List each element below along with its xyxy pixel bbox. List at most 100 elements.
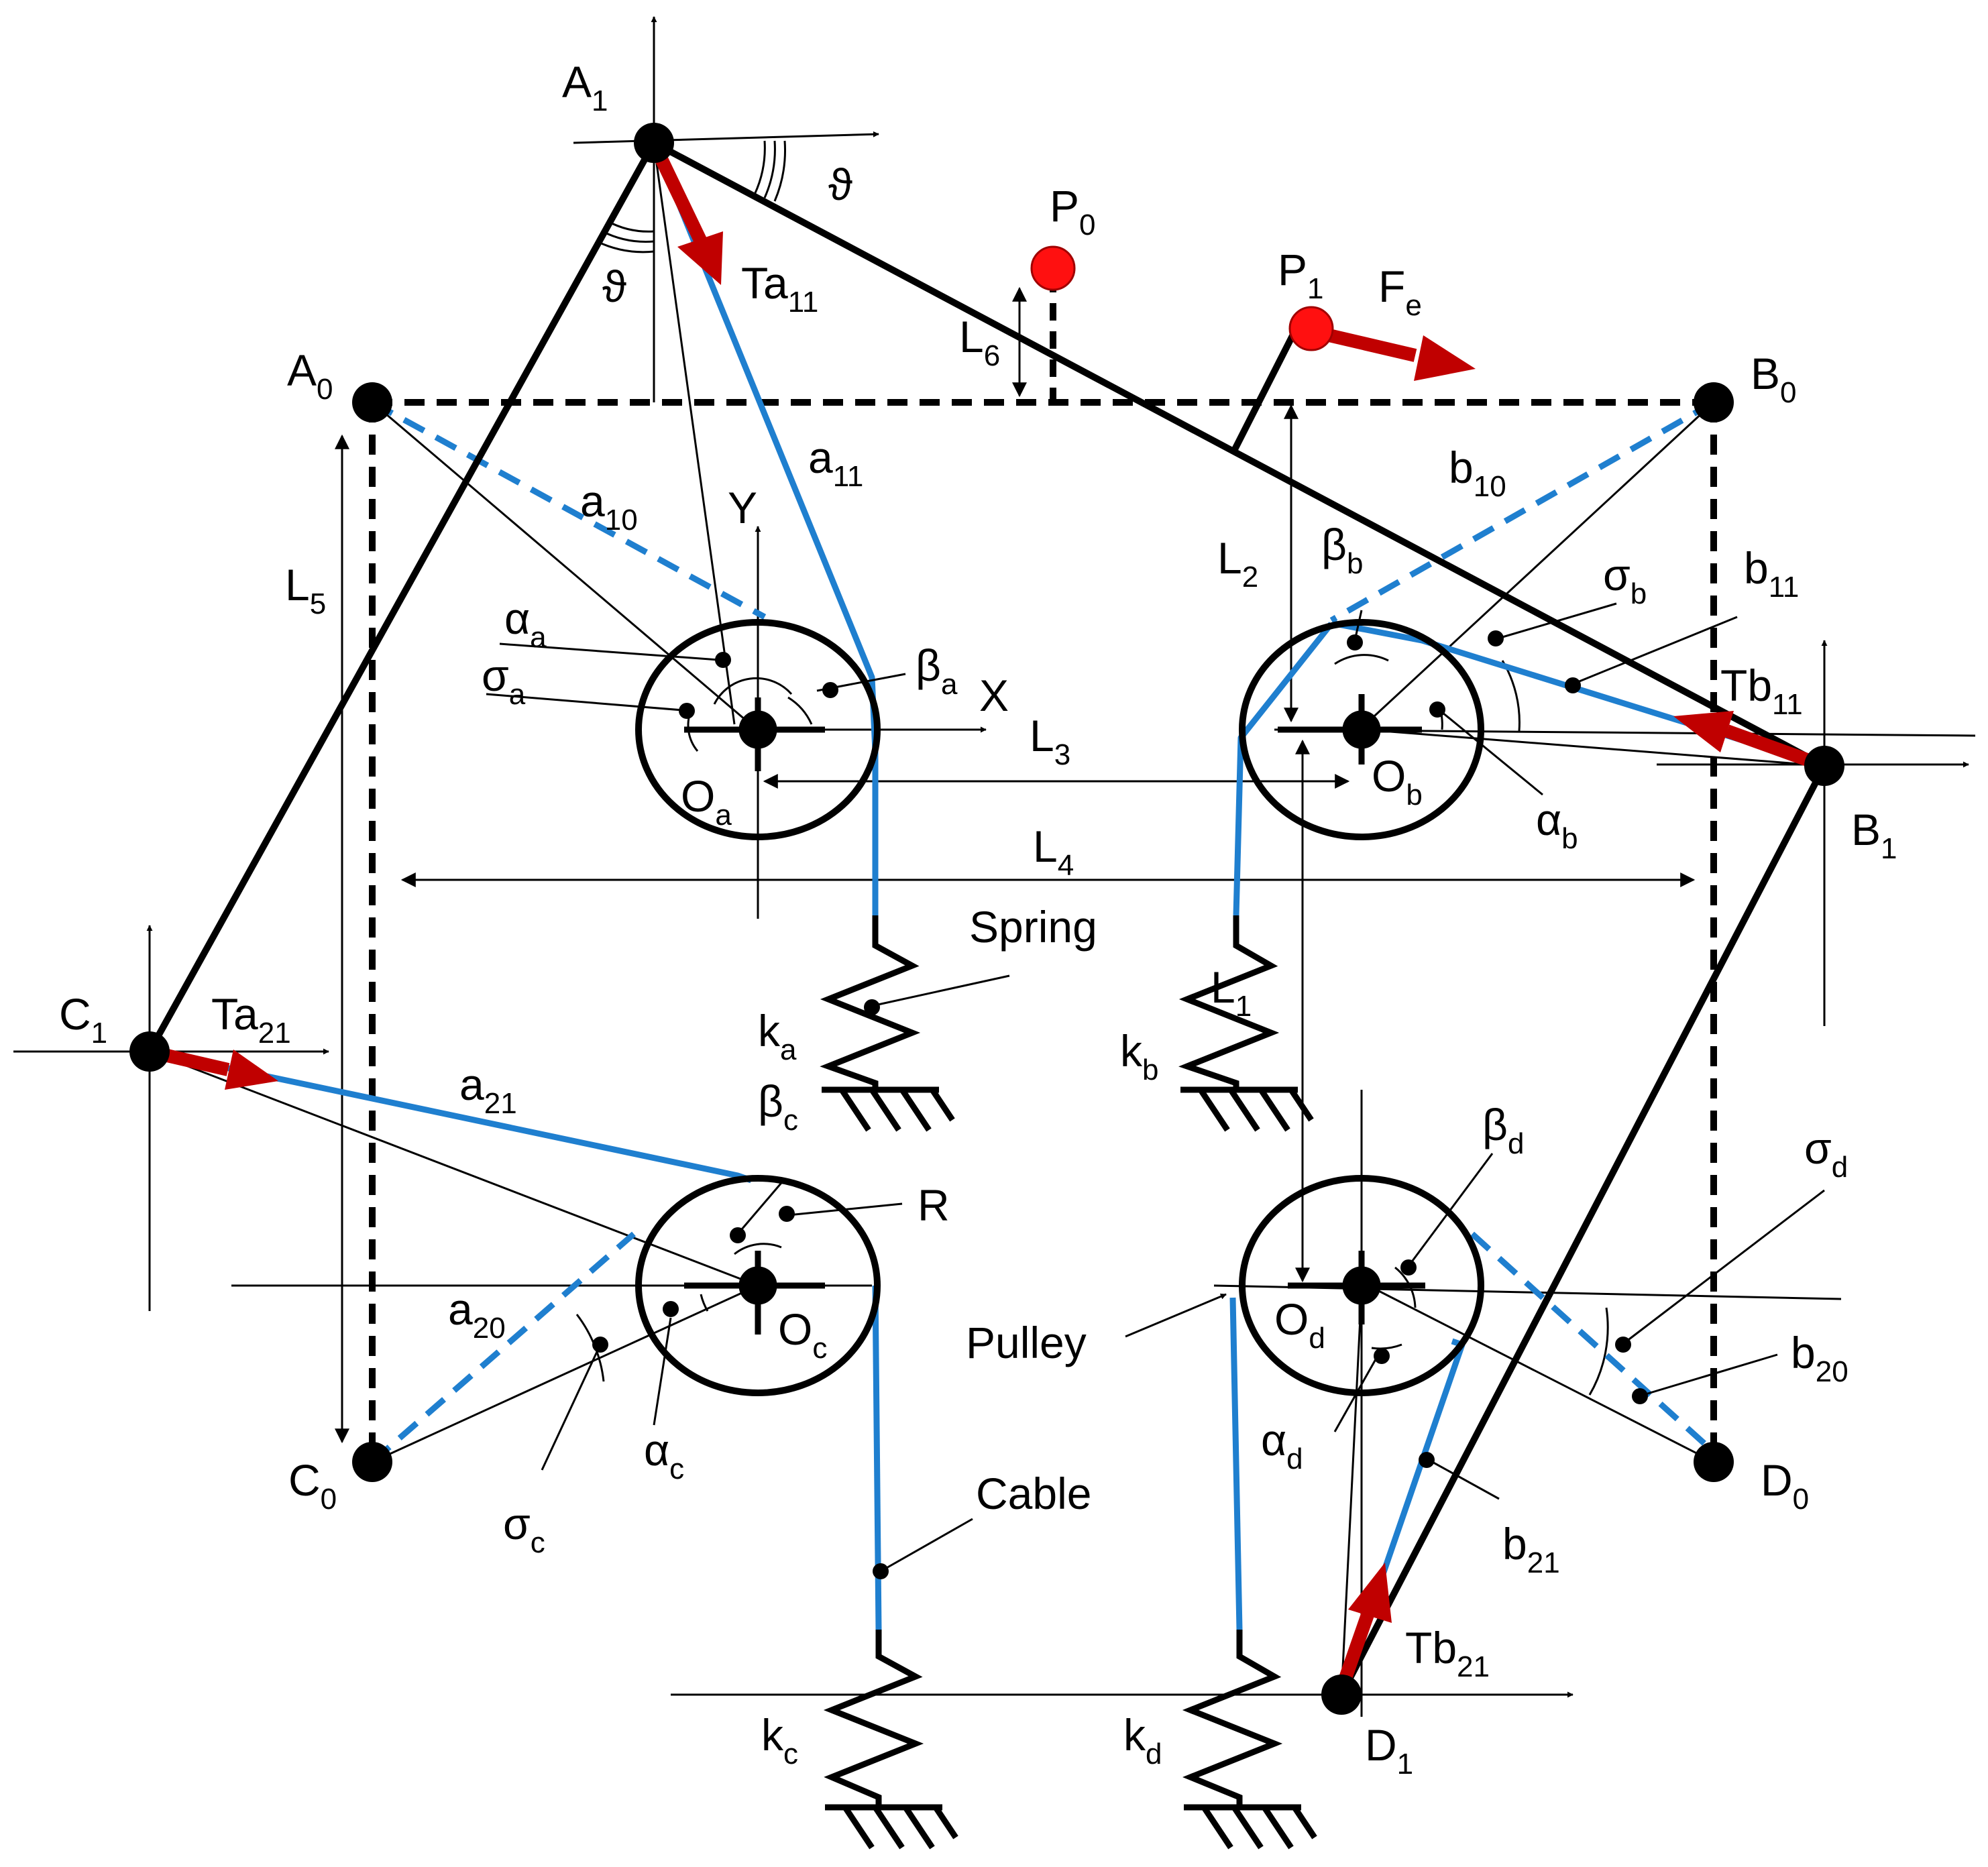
label-kd: kd <box>1123 1710 1162 1770</box>
hub-a <box>684 697 825 771</box>
leader-alpha-c <box>653 1317 672 1426</box>
label-Od: Od <box>1274 1294 1325 1355</box>
label-L1: L1 <box>1211 962 1252 1023</box>
force-Ta21-arrow <box>162 1048 278 1090</box>
spring-d <box>1182 1630 1317 1850</box>
leader-b21 <box>1428 1459 1500 1500</box>
link-P1-arm <box>1231 315 1305 454</box>
label-theta-left: ϑ <box>602 262 626 311</box>
label-axis-x: X <box>979 671 1009 720</box>
label-Ob: Ob <box>1372 751 1423 811</box>
pulley-a <box>635 619 881 840</box>
label-A1: A1 <box>562 57 608 117</box>
force-Tb11-arrow <box>1673 711 1814 768</box>
label-D0: D0 <box>1761 1455 1809 1516</box>
leader-R <box>787 1202 903 1217</box>
leader-b20 <box>1643 1353 1778 1396</box>
pulley-c <box>635 1175 881 1396</box>
label-Fe: Fe <box>1378 262 1422 322</box>
joint-B0 <box>1694 382 1734 422</box>
joint-B1 <box>1804 746 1844 786</box>
label-beta-a: βa <box>916 640 958 701</box>
label-A0: A0 <box>287 345 333 406</box>
label-ka: ka <box>758 1006 797 1066</box>
label-b21: b21 <box>1502 1519 1560 1579</box>
pulley-b <box>1239 619 1484 840</box>
label-spring: Spring <box>969 902 1097 952</box>
joint-A0 <box>352 382 392 422</box>
label-sigma-b: σb <box>1603 550 1647 610</box>
label-Tb11: Tb11 <box>1720 661 1803 721</box>
labels: A1 A0 B0 B1 C1 C0 D0 D1 P0 P1 Oa Ob Oc O… <box>59 57 1897 1780</box>
label-beta-d: βd <box>1482 1100 1524 1160</box>
leader-cable <box>880 1518 973 1573</box>
force-Tb21-arrow <box>1338 1563 1392 1683</box>
label-P1: P1 <box>1278 245 1324 305</box>
label-L5: L5 <box>285 560 326 620</box>
cable-a10 <box>370 400 767 620</box>
label-D1: D1 <box>1365 1720 1413 1780</box>
label-Ta21: Ta21 <box>211 989 291 1050</box>
label-L3: L3 <box>1030 711 1070 771</box>
link-B1-D1 <box>1338 762 1828 1698</box>
pulleys <box>635 619 1484 1396</box>
link-A1-C1 <box>146 139 657 1055</box>
leader-beta-d <box>1407 1153 1494 1267</box>
cable-a20 <box>370 1231 636 1465</box>
label-Ta11: Ta11 <box>741 258 818 319</box>
leader-alpha-a <box>499 642 728 662</box>
hub-d <box>1288 1251 1425 1324</box>
force-Ta11-arrow <box>654 154 723 285</box>
label-P0: P0 <box>1050 181 1096 241</box>
label-radius: R <box>918 1180 950 1230</box>
label-Oc: Oc <box>778 1304 827 1365</box>
spring-a <box>820 915 955 1132</box>
leader-spring <box>871 974 1010 1007</box>
label-cable: Cable <box>976 1469 1091 1518</box>
label-axis-y: Y <box>728 483 757 532</box>
leader-beta-c <box>736 1178 786 1235</box>
label-Tb21: Tb21 <box>1405 1623 1490 1683</box>
joints <box>129 123 1844 1715</box>
label-a20: a20 <box>448 1284 506 1345</box>
label-B0: B0 <box>1751 349 1797 409</box>
hub-c <box>684 1251 825 1335</box>
cable-b10 <box>1329 400 1716 623</box>
point-P1 <box>1288 306 1334 351</box>
joint-C1 <box>129 1031 170 1072</box>
joint-D0 <box>1694 1442 1734 1482</box>
leader-sigma-b <box>1502 602 1617 638</box>
label-b20: b20 <box>1791 1328 1848 1388</box>
label-B1: B1 <box>1851 805 1897 865</box>
label-alpha-b: αb <box>1536 795 1578 855</box>
label-kb: kb <box>1120 1026 1158 1086</box>
label-kc: kc <box>761 1710 798 1770</box>
joint-A1 <box>634 123 674 163</box>
label-theta-top: ϑ <box>828 160 852 209</box>
leader-pulley <box>1125 1293 1227 1338</box>
label-a11: a11 <box>808 433 863 493</box>
joint-D1 <box>1321 1675 1362 1715</box>
spring-b <box>1178 915 1314 1132</box>
label-L6: L6 <box>959 312 1000 372</box>
label-pulley: Pulley <box>966 1318 1087 1367</box>
label-sigma-a: σa <box>482 650 526 711</box>
pulley-d <box>1239 1175 1484 1396</box>
springs <box>820 915 1317 1850</box>
pulley-hubs <box>684 694 1425 1335</box>
leader-sigma-d <box>1626 1189 1825 1343</box>
leader-sigma-c <box>541 1344 602 1471</box>
label-sigma-c: σc <box>503 1499 545 1559</box>
leader-b11 <box>1569 616 1738 687</box>
hub-b <box>1278 694 1422 765</box>
label-a21: a21 <box>459 1060 517 1120</box>
label-Oa: Oa <box>681 771 732 832</box>
force-Fe-arrow <box>1313 325 1476 381</box>
label-alpha-c: αc <box>644 1425 684 1485</box>
label-L4: L4 <box>1033 822 1074 882</box>
marker-dots <box>592 630 1648 1579</box>
label-alpha-a: αa <box>504 593 547 654</box>
dimension-lines <box>335 286 1696 1444</box>
